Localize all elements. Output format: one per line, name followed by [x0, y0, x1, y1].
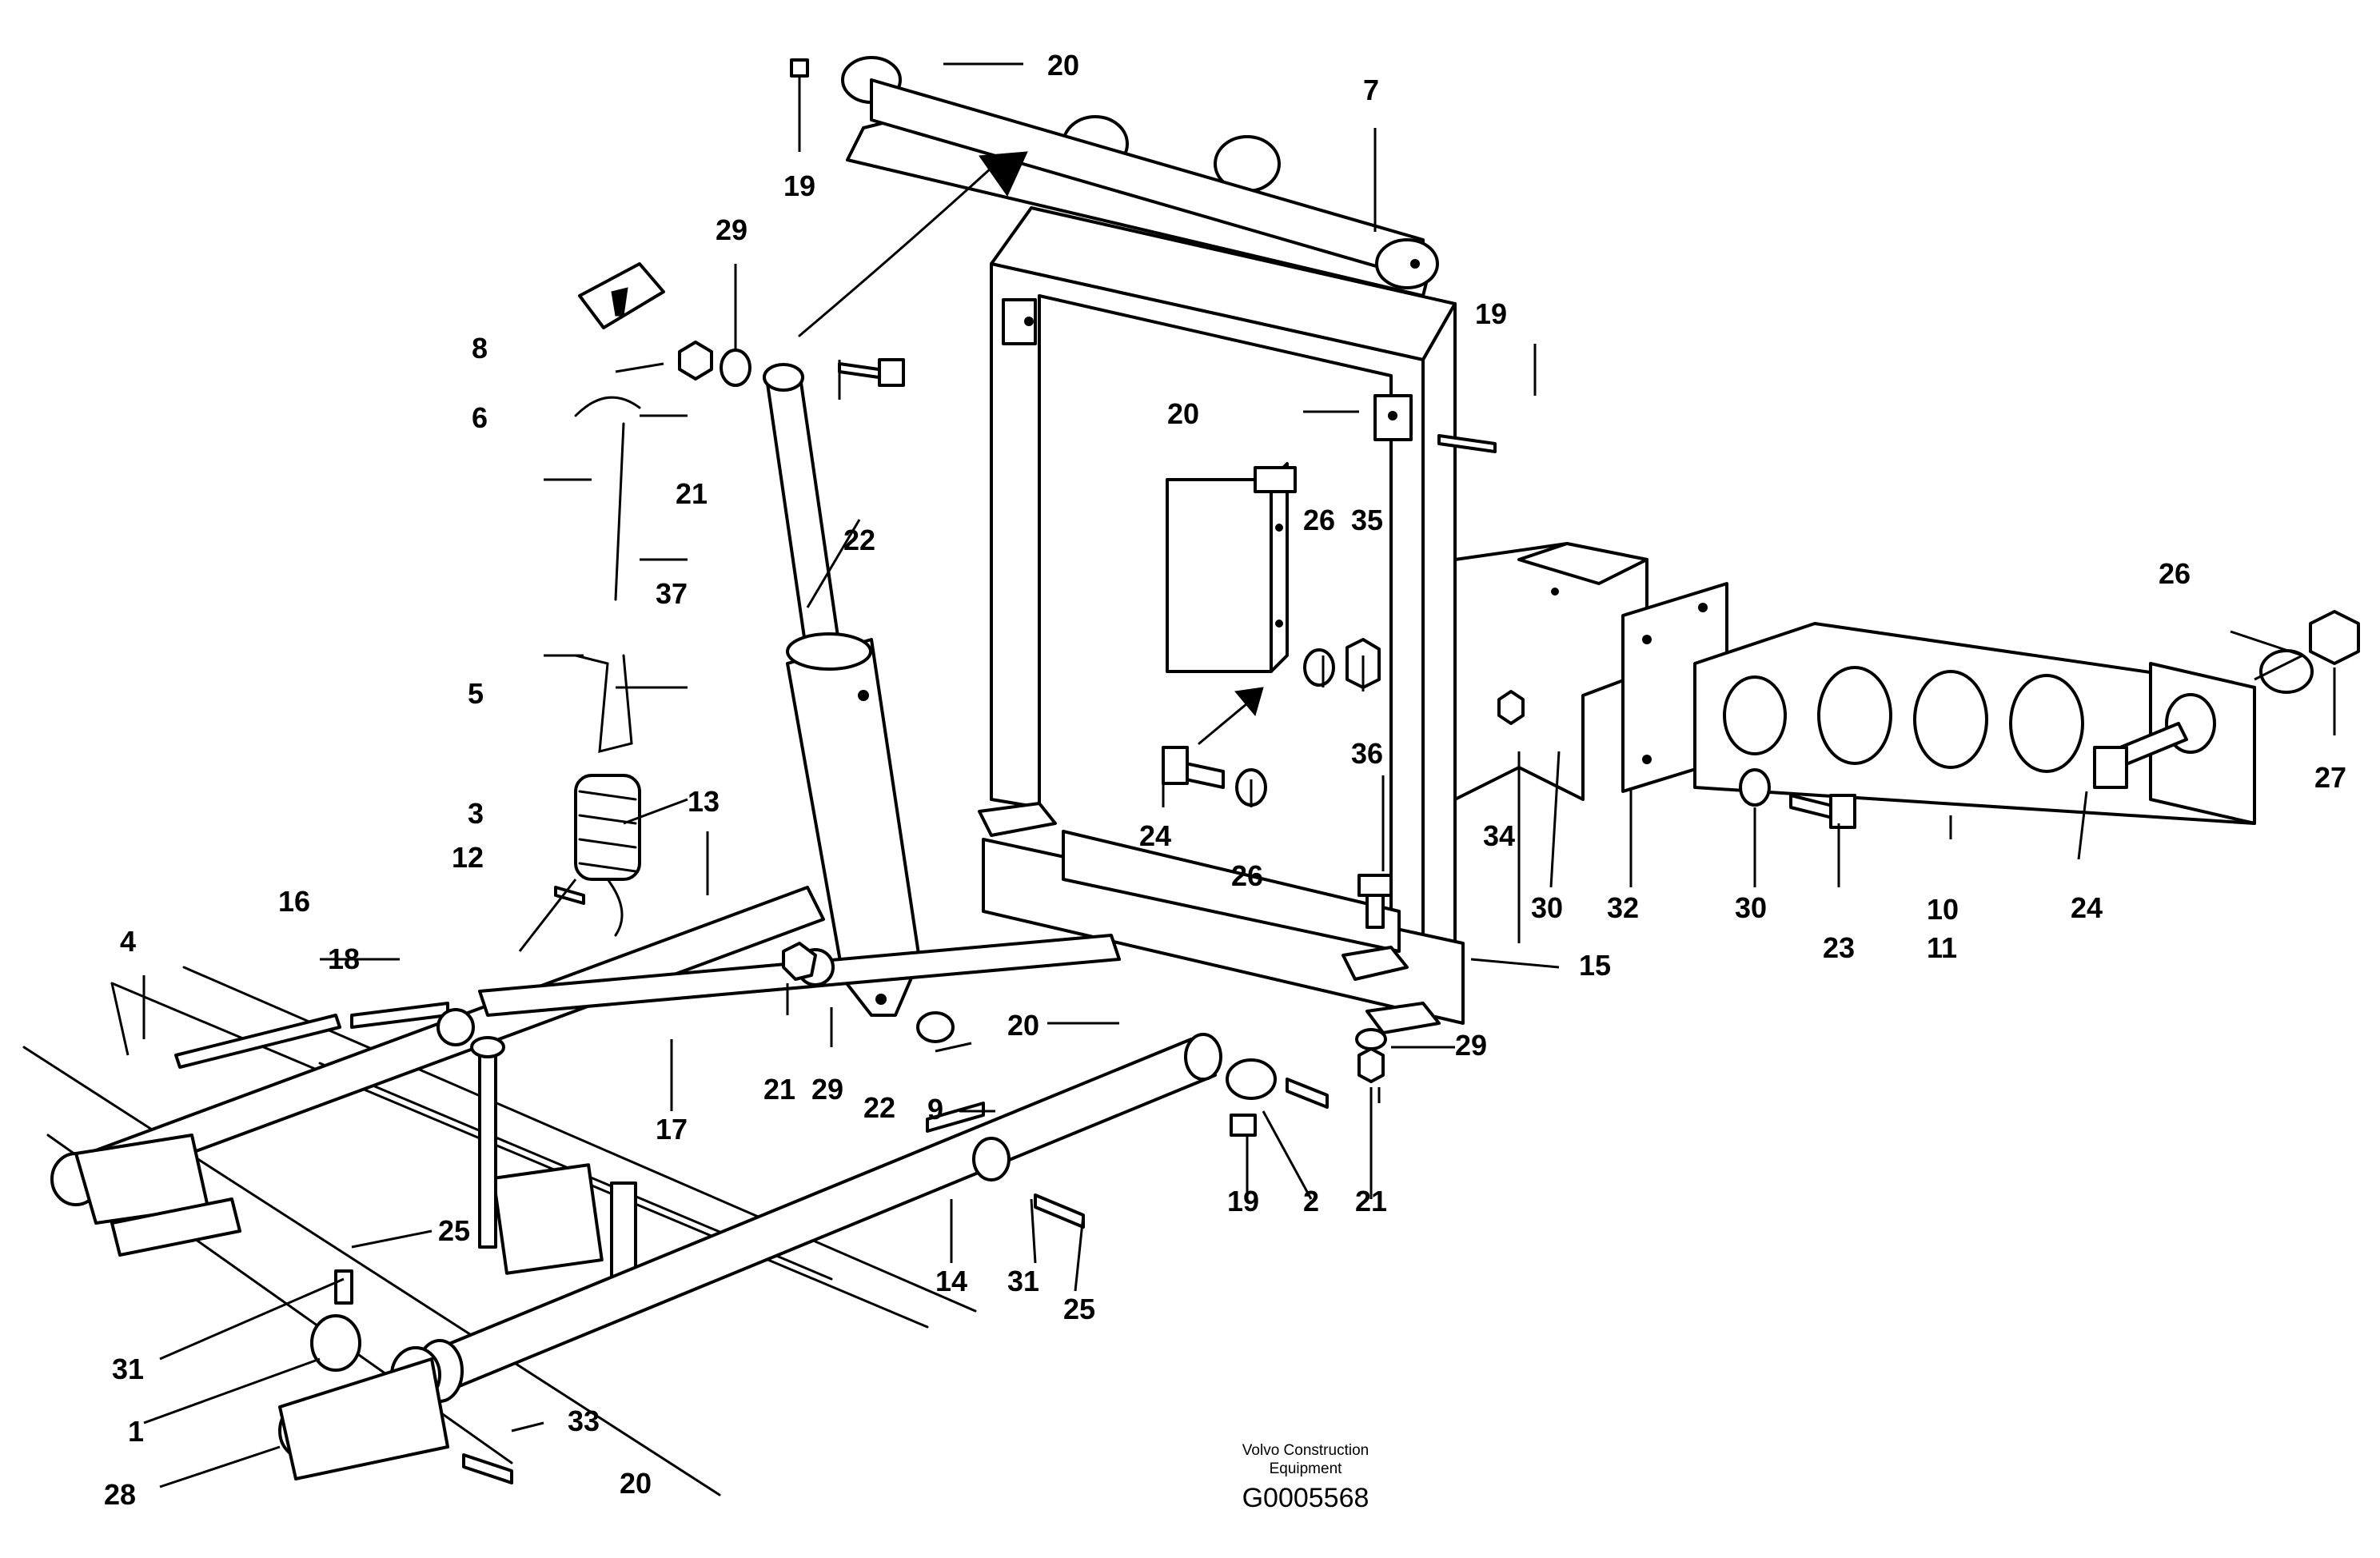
callout-label: 26	[2159, 557, 2191, 590]
callout-label: 22	[843, 524, 875, 556]
callout-label: 30	[1531, 891, 1563, 924]
publisher-line-1: Volvo Construction	[1242, 1442, 1369, 1459]
callout-label: 9	[927, 1093, 943, 1126]
callout-label: 6	[472, 401, 488, 434]
chain-spring-group	[574, 262, 665, 937]
callout-label: 35	[1351, 504, 1383, 536]
callout-label: 15	[1579, 949, 1611, 982]
callout-label: 23	[1823, 931, 1855, 964]
callout-label: 1	[128, 1415, 144, 1448]
callout-label: 26	[1303, 504, 1335, 536]
callout-label: 24	[1139, 819, 1171, 852]
callout-label: 22	[863, 1091, 895, 1124]
callout-label: 32	[1607, 891, 1639, 924]
callout-label: 26	[1231, 859, 1263, 892]
callout-label: 19	[783, 169, 815, 202]
callout-label: 29	[1455, 1029, 1487, 1062]
callout-label: 4	[120, 925, 136, 958]
callout-label: 5	[468, 677, 484, 710]
callout-label: 7	[1363, 74, 1379, 106]
callout-label: 25	[438, 1214, 470, 1247]
figure-caption: Volvo Construction Equipment G0005568	[1242, 1442, 1369, 1513]
callout-label: 2	[1303, 1185, 1319, 1217]
callout-label: 31	[1007, 1265, 1039, 1297]
callout-label: 28	[104, 1478, 136, 1511]
callout-label: 29	[811, 1073, 843, 1106]
hydraulic-cylinder	[763, 363, 921, 1017]
callout-label: 8	[472, 332, 488, 365]
figure-id: G0005568	[1242, 1483, 1369, 1513]
callout-label: 20	[1167, 397, 1199, 430]
callout-label: 37	[656, 577, 688, 610]
callout-label: 34	[1483, 819, 1515, 852]
callout-label: 30	[1735, 891, 1767, 924]
publisher-line-2: Equipment	[1270, 1460, 1343, 1477]
callout-label: 16	[278, 885, 310, 918]
callout-label: 31	[112, 1353, 144, 1385]
direction-arrows	[798, 151, 1264, 745]
callout-label: 25	[1063, 1293, 1095, 1325]
callout-label: 21	[676, 477, 708, 510]
callout-label: 36	[1351, 737, 1383, 770]
main-frame	[978, 206, 1648, 1034]
callout-label: 21	[1355, 1185, 1387, 1217]
callout-label: 20	[1047, 49, 1079, 82]
callout-label: 33	[568, 1405, 600, 1437]
callout-label: 29	[716, 213, 747, 246]
crossbars	[70, 886, 1222, 1403]
callout-label: 20	[620, 1467, 652, 1500]
mounting-plates	[1621, 582, 2256, 825]
clamp-assemblies	[50, 1134, 449, 1480]
callout-label: 17	[656, 1113, 688, 1146]
callout-label: 19	[1475, 297, 1507, 330]
callout-label: 19	[1227, 1185, 1259, 1217]
callout-label: 20	[1007, 1009, 1039, 1042]
callout-label: 14	[935, 1265, 967, 1297]
callout-numbers: 20 19 7 29 8 6 21 22 19 20 26 35 37 5 3 …	[104, 49, 2346, 1511]
callout-label: 12	[452, 841, 484, 874]
callout-label: 13	[688, 785, 720, 818]
callout-label: 18	[328, 942, 360, 975]
callout-label: 10	[1927, 893, 1959, 926]
callout-label: 24	[2071, 891, 2103, 924]
callout-label: 27	[2314, 761, 2346, 794]
callout-label: 3	[468, 797, 484, 830]
leader-lines	[110, 62, 2336, 1488]
callout-label: 11	[1927, 931, 1957, 964]
callout-label: 21	[763, 1073, 795, 1106]
